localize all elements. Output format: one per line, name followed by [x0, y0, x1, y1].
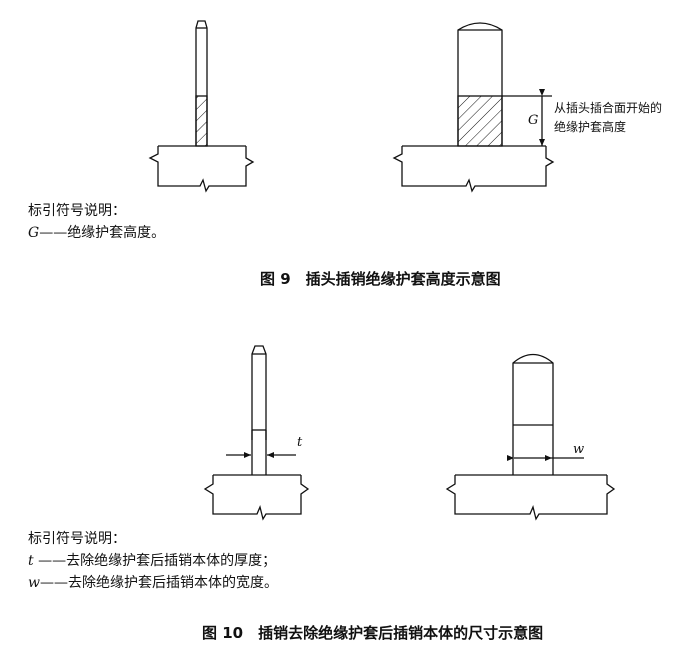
- legend-text: 去除绝缘护套后插销本体的宽度。: [67, 575, 278, 591]
- fig9-left-base: [148, 145, 255, 193]
- fig9-caption: 图 9 插头插销绝缘护套高度示意图: [260, 270, 501, 288]
- legend-text: 绝缘护套高度。: [67, 225, 166, 241]
- fig9-wide-pin: [457, 22, 552, 147]
- legend-symbol: G: [28, 225, 40, 241]
- fig9-dimension-note-line2: 绝缘护套高度: [554, 119, 626, 134]
- fig9-g-label: G: [528, 113, 538, 128]
- fig9-legend: 标引符号说明： G——绝缘护套高度。: [28, 200, 165, 244]
- fig9-thin-pin: [195, 20, 208, 147]
- fig9-legend-item-g: G——绝缘护套高度。: [28, 222, 165, 244]
- fig10-thin-pin: [251, 345, 267, 475]
- fig10-t-label: t: [297, 435, 303, 450]
- fig10-legend: 标引符号说明： t ——去除绝缘护套后插销本体的厚度； w——去除绝缘护套后插销…: [28, 528, 278, 594]
- fig10-wide-pin: [512, 353, 554, 475]
- fig10-right-base: [445, 474, 616, 521]
- fig10-legend-title: 标引符号说明：: [28, 531, 126, 547]
- legend-dash: ——: [39, 225, 68, 241]
- legend-dash: ——: [39, 575, 68, 591]
- legend-text: 去除绝缘护套后插销本体的厚度；: [66, 553, 277, 569]
- legend-symbol: t: [28, 553, 34, 569]
- fig10-legend-item-w: w——去除绝缘护套后插销本体的宽度。: [28, 572, 278, 594]
- fig9-right-base: [392, 145, 555, 193]
- legend-dash: ——: [33, 553, 67, 569]
- fig9-legend-title: 标引符号说明：: [28, 203, 126, 219]
- fig10-left-base: [203, 474, 310, 521]
- legend-symbol: w: [28, 575, 40, 591]
- fig10-w-label: w: [573, 442, 584, 457]
- fig10-legend-item-t: t ——去除绝缘护套后插销本体的厚度；: [28, 550, 278, 572]
- fig9-dimension-note-line1: 从插头插合面开始的: [554, 100, 662, 115]
- fig10-caption: 图 10 插销去除绝缘护套后插销本体的尺寸示意图: [202, 624, 544, 642]
